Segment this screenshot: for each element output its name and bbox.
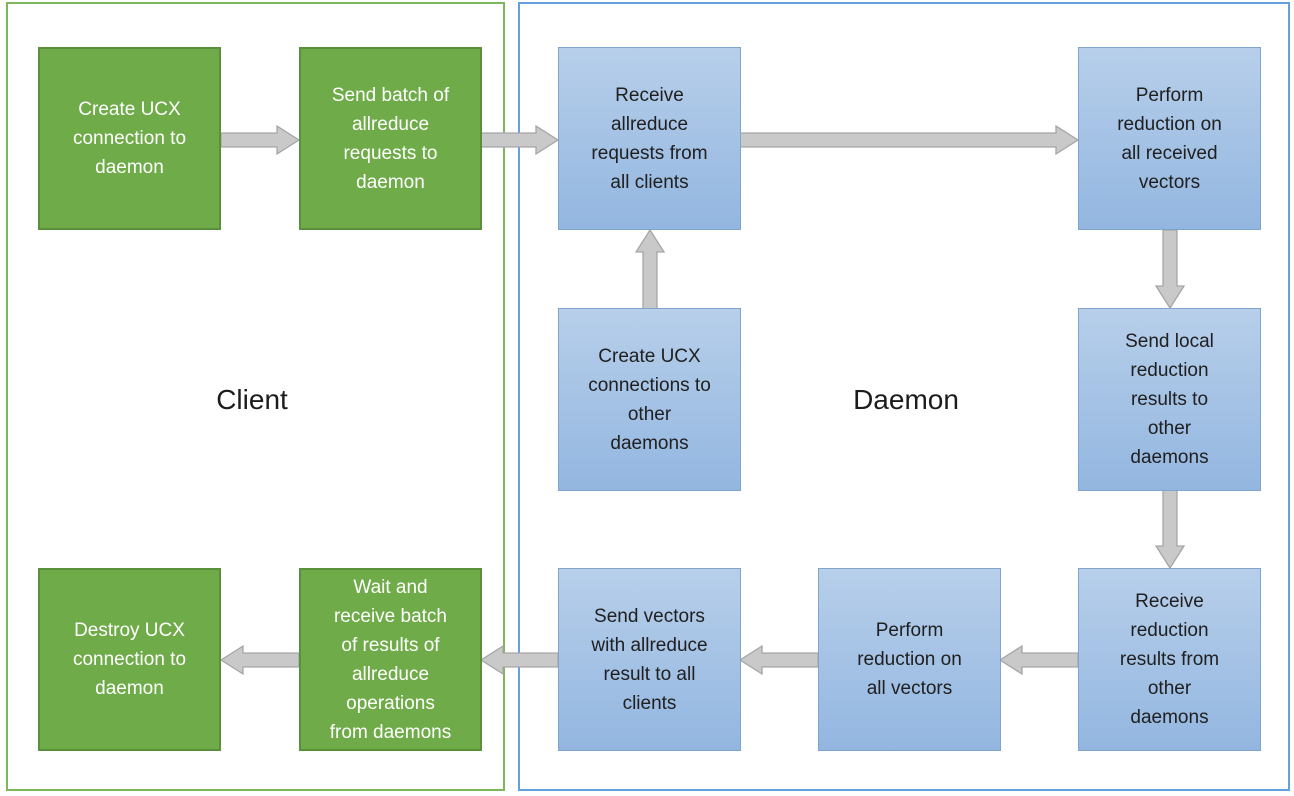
daemon-box-send-local-reduction-results: Send local reduction results to other da… bbox=[1078, 308, 1261, 491]
box-label: Destroy UCX connection to daemon bbox=[72, 620, 187, 699]
daemon-box-receive-allreduce-requests: Receive allreduce requests from all clie… bbox=[558, 47, 741, 230]
daemon-box-send-vectors-with-allreduce-result: Send vectors with allreduce result to al… bbox=[558, 568, 741, 751]
box-label: Perform reduction on all received vector… bbox=[1117, 84, 1222, 193]
box-label: Perform reduction on all vectors bbox=[857, 620, 962, 699]
client-box-wait-and-receive-batch-of-results: Wait and receive batch of results of all… bbox=[299, 568, 482, 751]
daemon-box-create-ucx-connections-to-other-daemons: Create UCX connections to other daemons bbox=[558, 308, 741, 491]
box-label: Wait and receive batch of results of all… bbox=[329, 576, 452, 743]
daemon-box-perform-reduction-on-all-vectors: Perform reduction on all vectors bbox=[818, 568, 1001, 751]
daemon-box-receive-reduction-results: Receive reduction results from other dae… bbox=[1078, 568, 1261, 751]
box-label: Receive allreduce requests from all clie… bbox=[591, 84, 708, 193]
daemon-box-perform-reduction-on-received-vectors: Perform reduction on all received vector… bbox=[1078, 47, 1261, 230]
box-label: Send vectors with allreduce result to al… bbox=[591, 605, 708, 714]
daemon-section-label: Daemon bbox=[853, 384, 959, 415]
box-label: Send local reduction results to other da… bbox=[1125, 331, 1214, 468]
client-box-send-batch-of-allreduce-requests: Send batch of allreduce requests to daem… bbox=[299, 47, 482, 230]
box-label: Create UCX connection to daemon bbox=[72, 99, 187, 178]
box-label: Receive reduction results from other dae… bbox=[1119, 591, 1220, 728]
client-box-create-ucx-connection: Create UCX connection to daemon bbox=[38, 47, 221, 230]
daemon-section-frame bbox=[518, 2, 1290, 791]
client-section-frame bbox=[6, 2, 505, 791]
box-label: Create UCX connections to other daemons bbox=[588, 345, 711, 454]
client-box-destroy-ucx-connection: Destroy UCX connection to daemon bbox=[38, 568, 221, 751]
box-label: Send batch of allreduce requests to daem… bbox=[331, 84, 450, 193]
client-section-label: Client bbox=[216, 384, 288, 415]
